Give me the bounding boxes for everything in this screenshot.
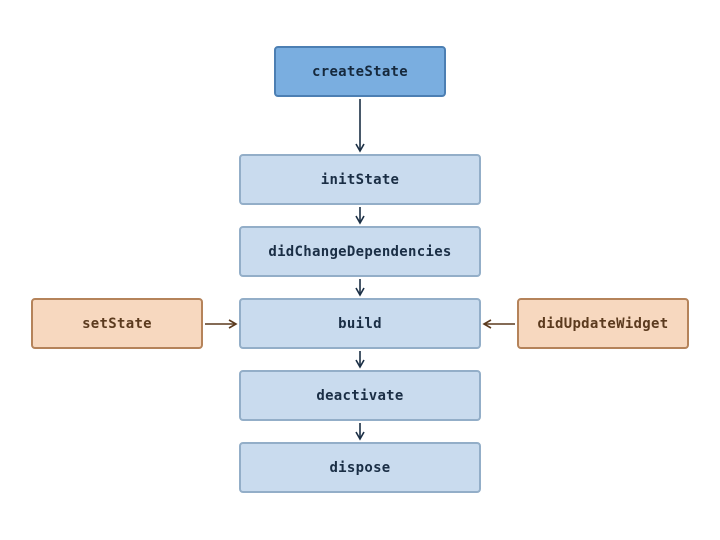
create-state-node: createState xyxy=(274,46,446,97)
deactivate-label: deactivate xyxy=(316,387,404,404)
did-change-dependencies-node: didChangeDependencies xyxy=(239,226,481,277)
dispose-label: dispose xyxy=(329,459,391,476)
create-state-label: createState xyxy=(311,63,409,80)
did-update-widget-node: didUpdateWidget xyxy=(517,298,689,349)
set-state-label: setState xyxy=(82,315,152,332)
deactivate-node: deactivate xyxy=(239,370,481,421)
did-update-widget-label: didUpdateWidget xyxy=(537,315,669,332)
did-change-dependencies-label: didChangeDependencies xyxy=(268,243,452,260)
init-state-label: initState xyxy=(320,171,400,188)
build-label: build xyxy=(338,315,382,332)
set-state-node: setState xyxy=(31,298,203,349)
dispose-node: dispose xyxy=(239,442,481,493)
init-state-node: initState xyxy=(239,154,481,205)
build-node: build xyxy=(239,298,481,349)
